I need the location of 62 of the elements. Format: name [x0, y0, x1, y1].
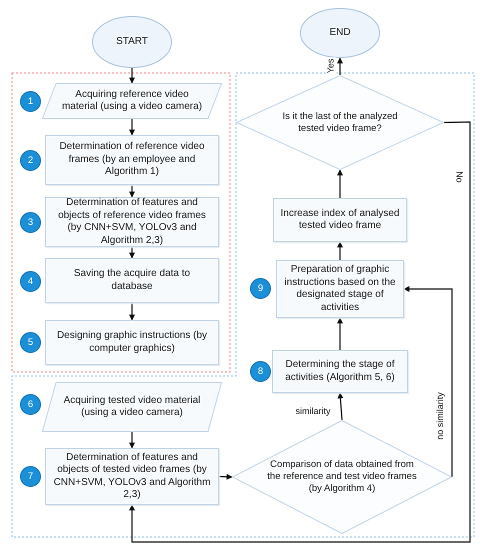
- arrow: [337, 57, 343, 75]
- edge-label: no similarity: [436, 391, 446, 441]
- node-text: Acquiring reference video material (using a video camera): [60, 88, 204, 114]
- edge-label: No: [454, 170, 464, 184]
- arrow: [129, 432, 135, 449]
- process-box: [273, 198, 407, 242]
- arrow: [337, 169, 343, 198]
- node-text: Acquiring tested video material (using a video camera): [62, 394, 202, 420]
- node-text: Determination of features and objects of reference video frames (by CNN+SVM, YOLOv3 and Algorithm 2,3): [57, 197, 207, 247]
- process-box: [45, 320, 219, 365]
- node-text: START: [116, 36, 148, 48]
- step-number-circle: [20, 394, 41, 415]
- step-number: 7: [28, 470, 34, 482]
- arrow: [403, 286, 453, 477]
- step-number: 1: [28, 96, 34, 108]
- arrow: [337, 317, 343, 350]
- node-text: Comparison of data obtained from the reference and test video frames (by Algorithm 4): [266, 459, 418, 495]
- edge-label: similarity: [294, 407, 332, 417]
- process-box: [45, 448, 219, 505]
- input-parallelogram: [42, 382, 222, 432]
- step-number-circle: [20, 466, 41, 487]
- step-number-circle: [20, 212, 41, 233]
- process-box: [272, 350, 408, 393]
- node-text: Is it the last of the analyzed tested video frame?: [281, 110, 399, 134]
- step-number-circle: [20, 91, 41, 112]
- process-box: [276, 260, 404, 318]
- arrow: [129, 303, 135, 321]
- step-number-circle: [250, 361, 271, 382]
- edge-label: Yes: [326, 58, 336, 74]
- node-text: Saving the acquire data to database: [72, 268, 192, 293]
- node-text: Designing graphic instructions (by computer graphics): [56, 330, 208, 355]
- step-number-circle: [20, 332, 41, 353]
- decision-diamond: [236, 75, 444, 170]
- input-parallelogram: [42, 83, 222, 119]
- step-number-circle: [20, 150, 41, 171]
- terminal-ellipse: [92, 16, 172, 68]
- step-number: 5: [28, 336, 34, 348]
- process-box: [45, 135, 219, 185]
- step-number: 4: [28, 276, 34, 288]
- node-text: Increase index of analysed tested video frame: [280, 208, 400, 232]
- node-text: Preparation of graphic instructions based on the designated stage of activities: [283, 264, 397, 314]
- process-box: [45, 258, 219, 303]
- step-number-circle: [20, 271, 41, 292]
- node-text: Determination of reference video frames (by an employee and Algorithm 1): [58, 141, 206, 179]
- arrow: [129, 185, 135, 198]
- arrow: [129, 68, 135, 84]
- arrow: [218, 474, 233, 480]
- arrow: [129, 247, 135, 259]
- arrow: [337, 392, 344, 420]
- step-number: 8: [258, 366, 264, 378]
- arrow: [129, 119, 135, 136]
- step-number: 6: [28, 398, 34, 410]
- terminal-ellipse: [300, 8, 380, 58]
- node-text: Determining the stage of activities (Algorithm 5, 6): [284, 359, 396, 384]
- node-text: Determination of features and objects of tested video frames (by CNN+SVM, YOLOv3 and Algorithm 2,3): [52, 452, 212, 502]
- node-text: END: [329, 26, 351, 40]
- step-number: 2: [28, 154, 34, 166]
- arrow: [129, 121, 471, 543]
- step-number: 9: [258, 282, 264, 294]
- step-number-circle: [250, 278, 271, 299]
- arrow: [337, 241, 343, 260]
- step-number: 3: [28, 216, 34, 228]
